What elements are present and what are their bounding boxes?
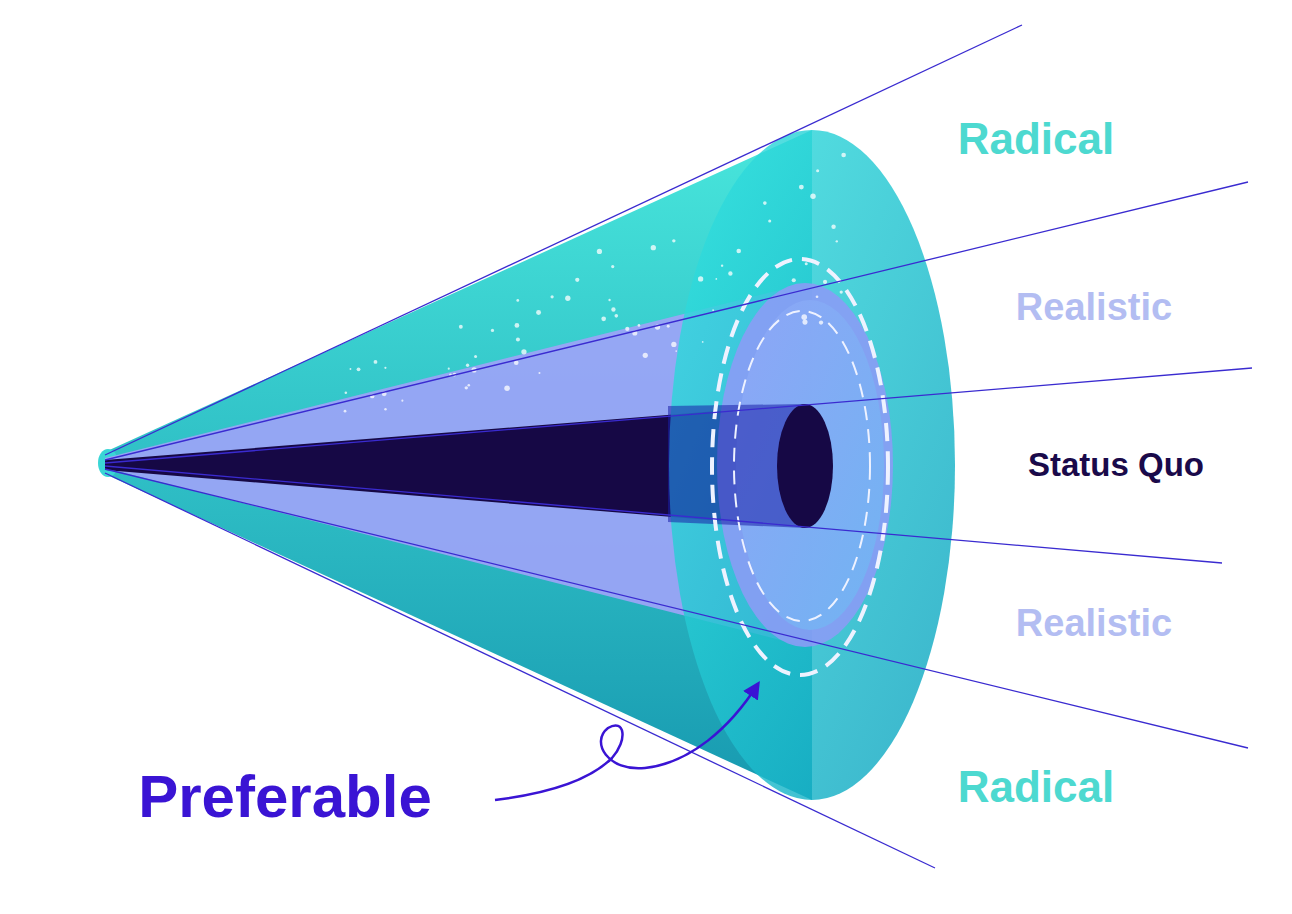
speckle [384,367,386,369]
speckle [597,249,602,254]
speckle [805,262,808,265]
speckle [504,385,510,391]
speckle [768,219,771,222]
speckle [763,201,767,205]
ray [105,473,935,868]
speckle [721,264,723,266]
speckle [643,353,648,358]
speckle [836,240,838,242]
speckle [357,367,361,371]
ray [105,25,1022,455]
speckle [801,314,807,320]
speckle [350,368,352,370]
cone-end-face [669,130,955,800]
speckle [816,295,819,298]
speckle [601,316,606,321]
speckle [792,278,796,282]
ray [105,469,1248,748]
speckle [448,368,450,370]
status-quo-label: Status Quo [1028,448,1204,481]
preferable-outline [712,259,888,675]
speckle [514,360,519,365]
speckle [465,386,468,389]
speckle [715,278,717,280]
speckle [516,338,520,342]
speckle [384,408,386,410]
speckle [466,364,469,367]
speckle [698,276,703,281]
speckle [611,265,614,268]
speckle [702,341,704,343]
speckle [667,325,670,328]
speckle [638,324,641,327]
speckle [802,320,807,325]
speckle [459,325,463,329]
speckle [611,307,615,311]
status-quo-cone [105,404,805,528]
speckle [671,342,676,347]
radical-label: Radical [958,117,1115,161]
speckle [551,295,554,298]
speckle [614,314,618,318]
speckle [401,400,403,402]
ray [105,466,1222,563]
speckle [728,271,732,275]
speckle [474,355,477,358]
speckle [816,169,819,172]
speckle [823,280,827,284]
speckle [625,327,629,331]
speckle [538,372,540,374]
speckle [468,384,471,387]
radical-cone [105,130,812,800]
speckle [799,185,804,190]
status-quo-face [777,404,833,528]
speckle [515,323,520,328]
speckle [831,225,835,229]
leader-arrow [495,684,758,800]
speckle [675,350,677,352]
speckle [651,245,656,250]
speckle [565,296,570,301]
speckle [345,392,348,395]
speckle [840,290,843,293]
preferable-outline-inner [734,311,870,621]
speckle [712,309,714,311]
speckle [374,360,378,364]
speckle [521,349,526,354]
realistic-label: Realistic [1016,604,1172,642]
realistic-label: Realistic [1016,288,1172,326]
speckle [516,299,519,302]
speckle [608,299,610,301]
speckle [344,410,347,413]
speckle [672,239,675,242]
speckle [736,249,741,254]
ray [105,182,1248,460]
speckle [536,310,541,315]
preferable-label: Preferable [138,767,432,827]
cone-rays [105,25,1252,868]
radical-label: Radical [958,765,1115,809]
speckle [491,329,494,332]
speckle [810,194,815,199]
speckle-texture [344,153,846,413]
speckle [575,278,579,282]
speckle [819,320,823,324]
speckle [841,153,846,158]
